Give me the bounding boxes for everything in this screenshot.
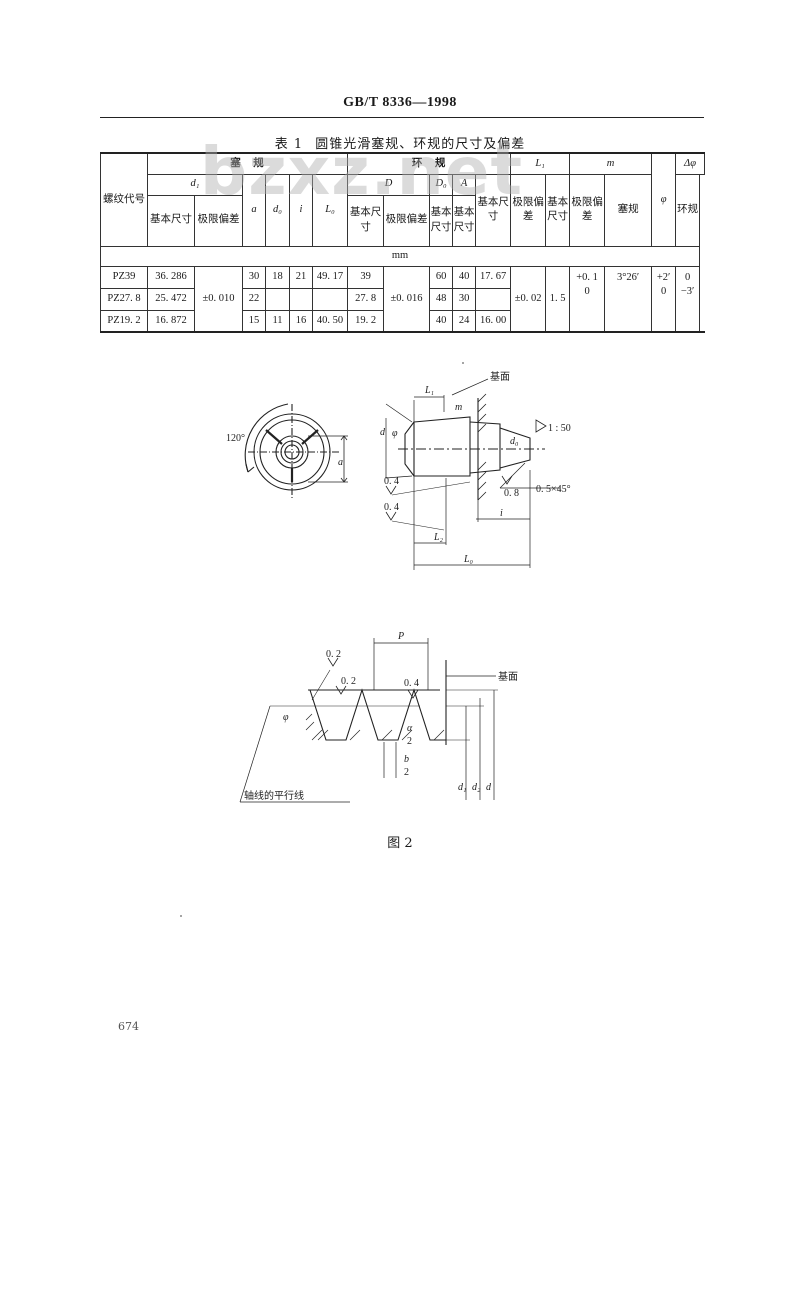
standard-number: GB/T 8336—1998: [343, 95, 457, 110]
header-rule: [100, 117, 704, 118]
fig1-phi-label: φ: [392, 428, 398, 439]
fig2-roughness-04: 0. 4: [404, 678, 419, 689]
table-row: PZ19. 2 16. 872 15 11 16 40. 50 19. 2 40…: [100, 309, 705, 333]
fig1-d-label: d: [380, 427, 386, 438]
scan-speck: [462, 362, 464, 364]
header-D0-basic: 基本尺寸: [429, 194, 454, 247]
fig2-d-label: d: [486, 782, 492, 793]
cell-d1: 16. 872: [147, 309, 195, 333]
scan-speck: [180, 915, 182, 917]
m-tol-lower: 0: [584, 285, 590, 297]
dphi-plug-upper: +2′: [656, 271, 671, 283]
fig2-b-den: 2: [404, 767, 409, 778]
cell-L0: 40. 50: [311, 309, 349, 333]
header-A-basic: 基本尺寸: [452, 194, 477, 247]
fig2-roughness-02a: 0. 2: [326, 649, 341, 660]
dphi-ring-upper: 0: [684, 271, 691, 283]
cell-L1: 16. 00: [475, 309, 512, 333]
fig1-a-label: a: [338, 457, 343, 468]
fig2-axis-note: 轴线的平行线: [244, 789, 304, 802]
fig2-alpha-num: α: [407, 723, 413, 734]
figure-2-thread-profile: P 0. 2 0. 2 0. 4 基面 α 2 φ b 2 d₁ d₂ d 轴线…: [239, 631, 518, 803]
fig1-L2-label: L₂: [433, 532, 444, 543]
cell-m-tol: +0. 1 0: [569, 265, 606, 333]
cell-dphi-ring: 0 −3′: [675, 265, 701, 333]
fig2-base-face-label: 基面: [498, 670, 518, 683]
fig1-roughness-04a: 0. 4: [384, 476, 399, 487]
fig2-alpha-den: 2: [407, 736, 412, 747]
header-d1-tol: 极限偏差: [194, 194, 243, 247]
dimension-table: 螺纹代号 塞 规 环 规 L₁ m φ Δφ d₁ a d₀ i L₀ D D₀…: [99, 152, 705, 333]
cell-code: PZ19. 2: [100, 309, 148, 333]
cell-d0: 11: [265, 309, 290, 333]
header-a: a: [242, 173, 266, 247]
figure-1-gauge-drawing: 120° a L₁ 基面 m d φ d₀ 1 : 50 0. 8 0. 5×4…: [226, 370, 571, 570]
header-m-tol: 极限偏差: [569, 173, 606, 247]
fig2-roughness-02b: 0. 2: [341, 676, 356, 687]
fig1-m-label: m: [455, 402, 462, 413]
dphi-ring-lower: −3′: [680, 285, 695, 297]
fig1-roughness-08: 0. 8: [504, 488, 519, 499]
side-view: [385, 378, 560, 570]
fig2-d1-label: d₁: [458, 782, 466, 793]
fig2-b-num: b: [404, 754, 409, 765]
fig1-i-label: i: [500, 508, 503, 519]
header-d1-basic: 基本尺寸: [147, 194, 195, 247]
fig1-L1-label: L₁: [424, 385, 434, 396]
fig1-roughness-04b: 0. 4: [384, 502, 399, 513]
fig1-L0-label: L₀: [463, 554, 474, 565]
fig2-d2-label: d₂: [472, 782, 481, 793]
fig2-phi-label: φ: [283, 712, 289, 723]
table-number: 表 1: [274, 137, 304, 152]
header-dphi-plug: 塞规: [604, 173, 653, 247]
fig2-P-label: P: [397, 631, 404, 642]
cell-D: 19. 2: [347, 309, 385, 333]
fig1-chamfer-label: 0. 5×45°: [536, 484, 571, 495]
header-L0: L₀: [311, 173, 349, 247]
table-title: 表 1 圆锥光滑塞规、环规的尺寸及偏差: [0, 133, 800, 152]
header-L1-tol: 极限偏差: [510, 173, 547, 247]
figure-caption: 图 2: [387, 836, 413, 851]
fig1-base-face-label: 基面: [490, 370, 510, 383]
page-number: 674: [118, 1020, 139, 1033]
cell-dphi-plug: +2′ 0: [651, 265, 677, 333]
header-thread-code: 螺纹代号: [100, 152, 148, 247]
dphi-plug-lower: 0: [660, 285, 667, 297]
fig1-taper-label: 1 : 50: [548, 423, 571, 434]
cell-A: 24: [452, 309, 477, 333]
fig1-angle-label: 120°: [226, 433, 245, 444]
end-view: [244, 403, 348, 498]
table-caption: 圆锥光滑塞规、环规的尺寸及偏差: [315, 137, 526, 152]
m-tol-upper: +0. 1: [576, 271, 598, 283]
cell-L1-tol: ±0. 02: [510, 265, 547, 333]
header-dphi-ring: 环规: [675, 173, 701, 247]
cell-m-basic: 1. 5: [545, 265, 571, 333]
fig1-d0-label: d₀: [510, 436, 519, 447]
